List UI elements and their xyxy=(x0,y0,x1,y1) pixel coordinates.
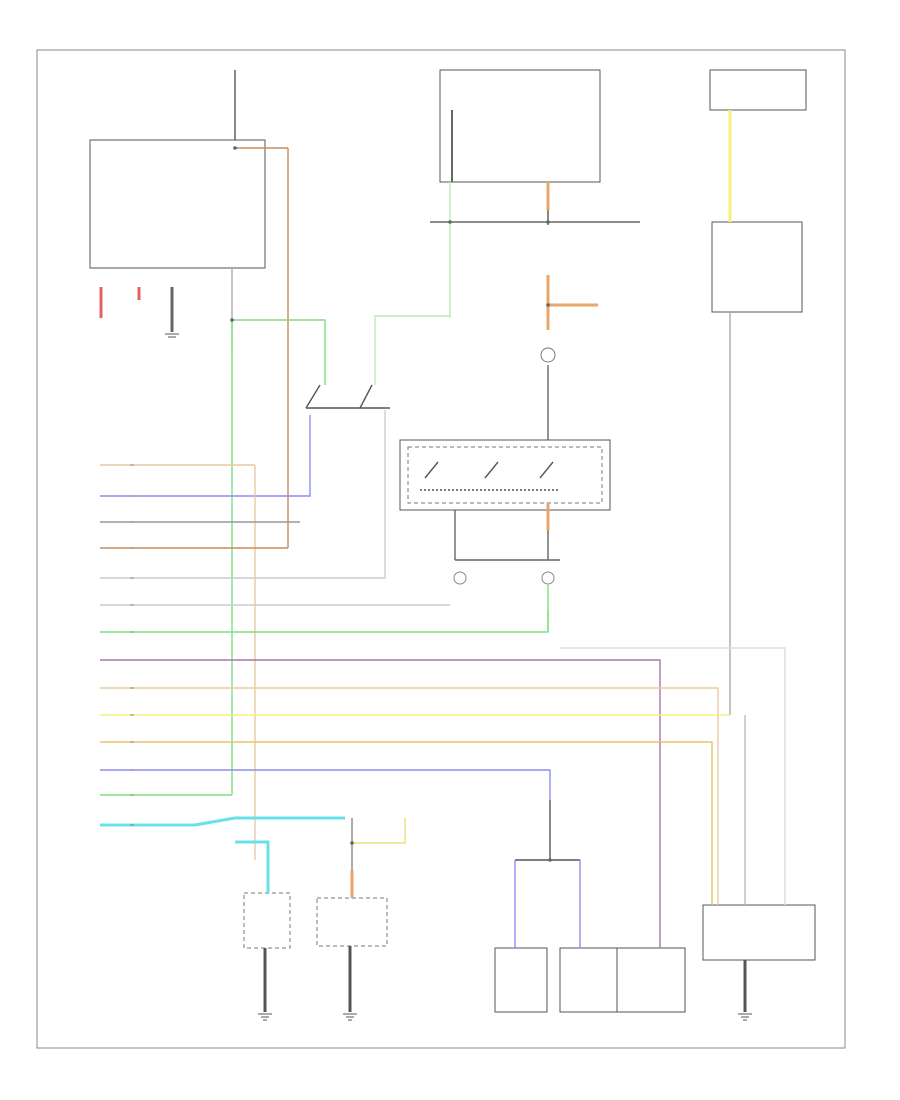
ground-symbol-right xyxy=(738,1013,752,1021)
cruise-switch-assembly-dash xyxy=(407,446,603,504)
cruise-actuator-box xyxy=(711,221,803,313)
switch-light-bulb-left xyxy=(453,571,467,585)
switch-contact-set xyxy=(424,461,439,479)
wire-green-upper xyxy=(374,315,450,385)
cruise-indicator-bulb xyxy=(540,347,556,363)
ground-symbol-top-left xyxy=(165,333,179,338)
wire-purple-bus xyxy=(100,659,661,948)
switch-light-bulb-right xyxy=(541,571,555,585)
wire-cyan-lower xyxy=(235,840,270,893)
wire-cyan-upper xyxy=(100,816,345,827)
switch-contact-cancel xyxy=(539,461,554,479)
clutch-switch-box xyxy=(243,892,291,949)
switch-contact-resume xyxy=(484,461,499,479)
cruise-switch-assembly-box xyxy=(399,439,611,511)
cancel-unit-box xyxy=(494,947,548,1013)
wire-lightgray-bus xyxy=(560,647,786,905)
wire-blue-brake xyxy=(100,415,311,497)
diagram-frame xyxy=(36,49,846,1049)
cruise-control-unit-box xyxy=(89,139,266,269)
fuse-box-top-right xyxy=(709,69,807,111)
combination-meter-box xyxy=(559,947,686,1013)
wire-tan-bus xyxy=(100,687,719,905)
under-hood-fuse-box xyxy=(439,69,601,183)
wire-green-horizontal xyxy=(100,610,549,633)
wire-lightgray-1 xyxy=(100,410,386,579)
ground-symbol-center xyxy=(343,1013,357,1021)
wire-blue-bus xyxy=(100,769,551,800)
connector-dots xyxy=(230,146,552,862)
brake-switch-right xyxy=(359,384,373,409)
wire-green-top xyxy=(232,319,326,385)
left-terminal-ticks xyxy=(130,464,134,826)
wire-yellow-bottom xyxy=(352,818,406,844)
transmission-range-switch-box xyxy=(316,897,388,947)
brake-switch-left xyxy=(305,384,321,409)
control-unit-bottom-right xyxy=(702,904,816,961)
wire-gold-bus xyxy=(100,741,713,905)
ground-symbol-left xyxy=(258,1013,272,1021)
